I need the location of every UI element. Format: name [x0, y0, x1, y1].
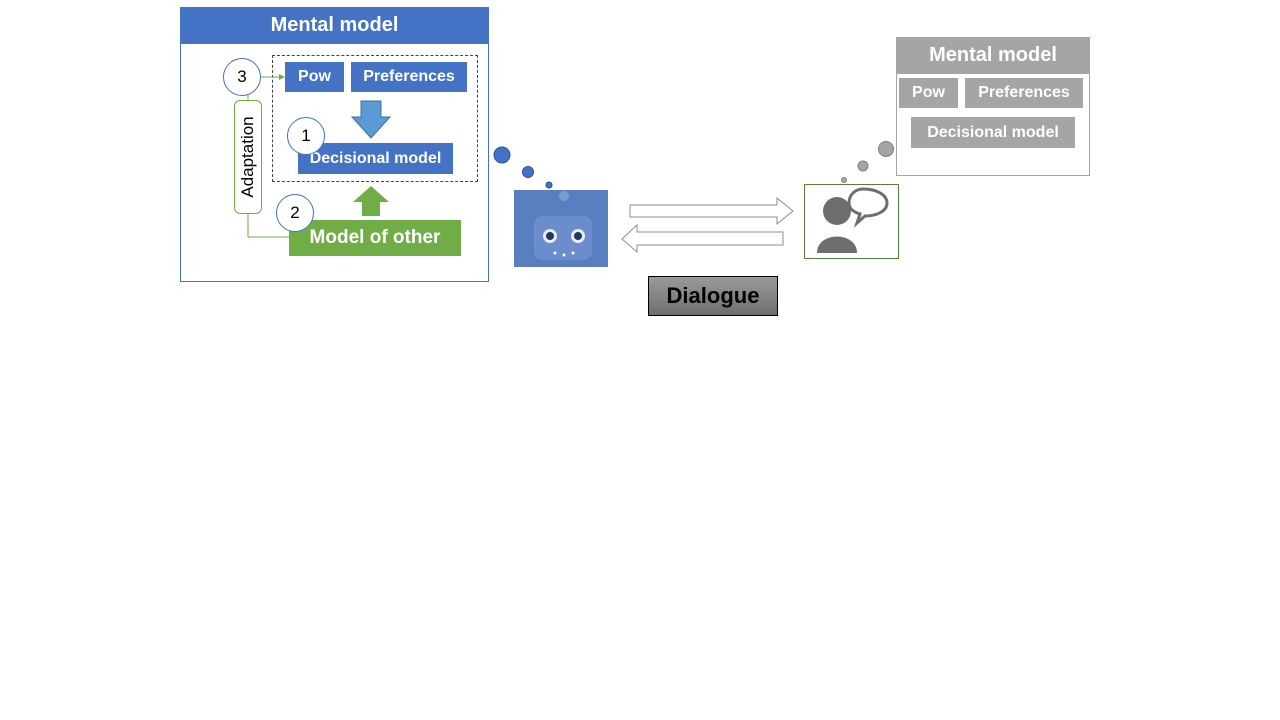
user-preferences-box: Preferences — [965, 78, 1083, 108]
user-pow-box: Pow — [899, 78, 958, 108]
user-decisional-model-box: Decisional model — [911, 117, 1075, 148]
agent-pow-box: Pow — [285, 62, 344, 92]
model-of-other-box: Model of other — [289, 220, 461, 256]
agent-preferences-box: Preferences — [351, 62, 467, 92]
user-speech-icon — [817, 187, 889, 253]
user-thought-bubbles — [841, 141, 894, 183]
robot-face-icon — [514, 190, 608, 267]
robot-avatar — [514, 190, 608, 267]
step-1-marker: 1 — [287, 117, 325, 155]
agent-decisional-model-box: Decisional model — [298, 143, 453, 174]
adaptation-label: Adaptation — [238, 116, 257, 198]
adaptation-bar: Adaptation — [234, 100, 262, 214]
down-arrow-icon — [350, 100, 392, 139]
agent-thought-bubbles — [493, 146, 553, 189]
agent-model-dashed-group — [272, 55, 478, 182]
up-arrow-icon — [353, 186, 389, 216]
agent-mental-model-title: Mental model — [180, 7, 489, 44]
step-2-marker: 2 — [276, 194, 314, 232]
dialogue-exchange-arrows — [621, 196, 794, 254]
dialogue-label: Dialogue — [648, 276, 778, 316]
step-3-marker: 3 — [223, 58, 261, 96]
adaptation-connectors — [247, 74, 289, 238]
user-mental-model-title: Mental model — [896, 37, 1090, 74]
user-avatar — [804, 184, 899, 259]
